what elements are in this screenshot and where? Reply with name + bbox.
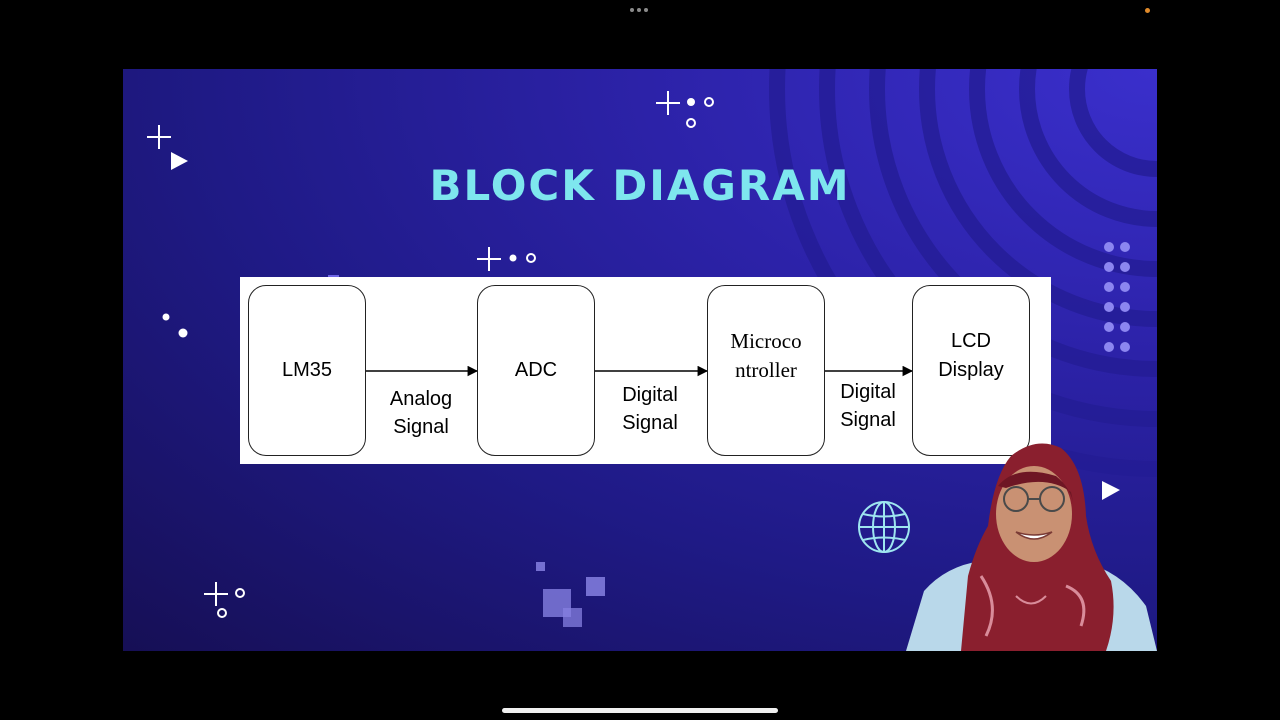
sparkle-plus-icon bbox=[147, 125, 171, 149]
label-line: Digital bbox=[622, 384, 678, 406]
presentation-slide: BLOCK DIAGRAM LM35 ADC Microco ntroller bbox=[123, 69, 1157, 651]
label-line: Signal bbox=[622, 412, 678, 434]
label-line: ntroller bbox=[735, 357, 797, 382]
block-lcd-label: LCD Display bbox=[938, 327, 1004, 385]
block-diagram: LM35 ADC Microco ntroller LCD Display An… bbox=[240, 277, 1051, 464]
signal-label-digital-1: Digital Signal bbox=[604, 381, 696, 437]
block-adc-label: ADC bbox=[514, 359, 558, 381]
label-line: Microco bbox=[730, 328, 802, 353]
signal-label-analog: Analog Signal bbox=[375, 385, 467, 441]
signal-arrows bbox=[365, 365, 914, 377]
block-lm35-label: LM35 bbox=[281, 359, 333, 381]
block-adc: ADC bbox=[477, 285, 595, 456]
play-icon bbox=[171, 152, 188, 170]
block-microcontroller: Microco ntroller bbox=[707, 285, 825, 456]
block-microcontroller-label: Microco ntroller bbox=[730, 327, 801, 385]
label-line: Signal bbox=[393, 416, 449, 438]
label-line: Digital bbox=[840, 381, 896, 403]
signal-label-digital-2: Digital Signal bbox=[826, 378, 910, 434]
label-line: Display bbox=[938, 358, 1004, 381]
label-line: Analog bbox=[389, 388, 453, 410]
label-line: LCD bbox=[950, 329, 991, 352]
label-line: Signal bbox=[840, 409, 896, 431]
presenter-webcam bbox=[906, 443, 1157, 651]
home-indicator[interactable] bbox=[502, 708, 778, 713]
play-icon bbox=[1102, 481, 1120, 500]
status-indicator-dot bbox=[1145, 8, 1150, 13]
top-menu-dots[interactable] bbox=[630, 8, 652, 14]
block-lm35: LM35 bbox=[248, 285, 366, 456]
slide-title: BLOCK DIAGRAM bbox=[429, 161, 851, 210]
slide-decorations bbox=[147, 69, 1157, 627]
block-lcd-display: LCD Display bbox=[912, 285, 1030, 456]
globe-icon bbox=[858, 501, 910, 553]
